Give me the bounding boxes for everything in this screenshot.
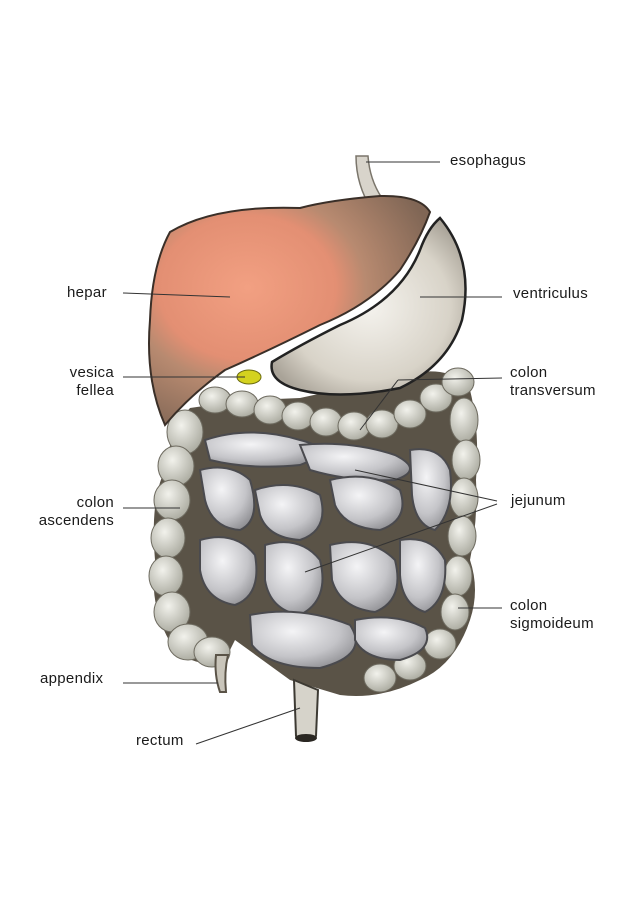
- label-colon-sigmoideum-line1: colon: [510, 597, 548, 614]
- small-intestine: [198, 431, 452, 670]
- label-colon-ascendens-line2: ascendens: [38, 512, 114, 529]
- rectum-end: [295, 734, 317, 742]
- stomach-shape: [270, 216, 467, 396]
- label-colon-transversum-line1: colon: [510, 364, 548, 381]
- label-colon-sigmoideum-line2: sigmoideum: [510, 615, 594, 632]
- colon-sigmoideum: [363, 397, 481, 693]
- label-vesica-fellea: vesica fellea: [50, 364, 114, 400]
- label-colon-transversum-line2: transversum: [510, 382, 596, 399]
- label-ventriculus: ventriculus: [513, 285, 588, 302]
- liver-shape: [148, 194, 432, 427]
- label-appendix: appendix: [40, 670, 104, 687]
- label-rectum: rectum: [136, 732, 184, 749]
- label-vesica-line1: vesica: [69, 364, 114, 381]
- label-esophagus: esophagus: [450, 152, 527, 169]
- colon-transversum: [198, 367, 475, 441]
- rectum-shape: [292, 678, 320, 741]
- label-colon-sigmoideum: colon sigmoideum: [510, 597, 594, 633]
- label-hepar: hepar: [67, 284, 107, 301]
- leader-lines: [122, 161, 503, 745]
- label-colon-transversum: colon transversum: [510, 364, 596, 400]
- label-colon-ascendens: colon ascendens: [20, 494, 114, 530]
- appendix-shape: [214, 654, 230, 693]
- label-colon-ascendens-line1: colon: [76, 494, 114, 511]
- label-vesica-line2: fellea: [76, 382, 114, 399]
- label-jejunum: jejunum: [511, 492, 566, 509]
